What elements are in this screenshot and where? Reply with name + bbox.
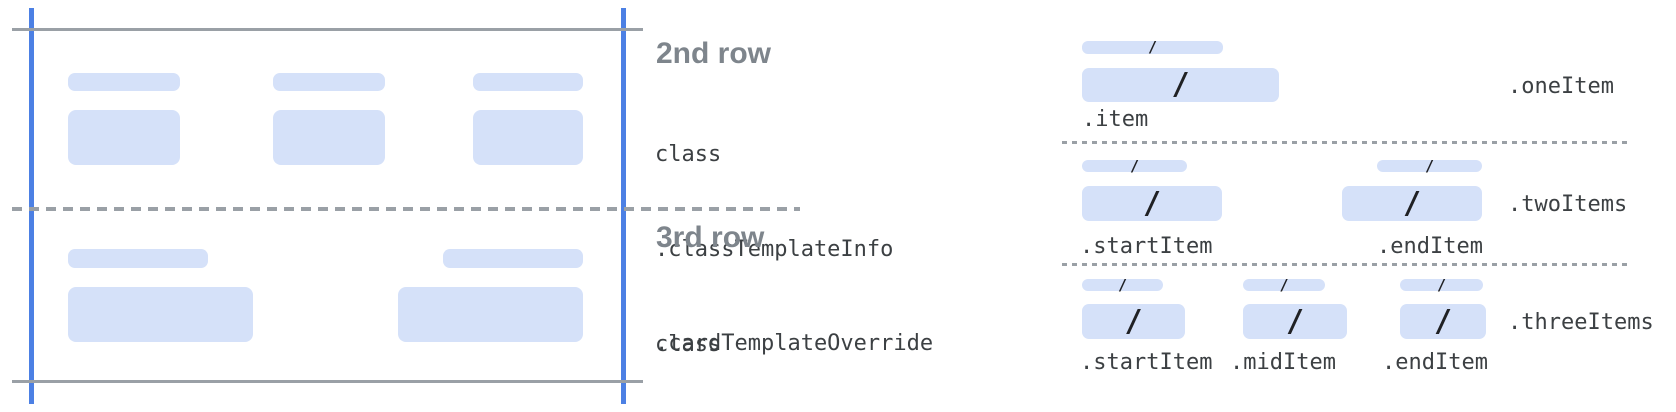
third-row-col1-value-placeholder	[68, 287, 253, 342]
slash-glyph: /	[1436, 275, 1447, 294]
code-line: .cardTemplateOverride	[655, 331, 934, 356]
slash-glyph: /	[1279, 275, 1289, 294]
slash-glyph: /	[1285, 303, 1305, 339]
layout-divider-dotted-line	[1062, 263, 1630, 266]
slash-glyph: /	[1171, 67, 1190, 102]
slash-glyph: /	[1142, 185, 1162, 221]
layout-name-label: .oneItem	[1508, 74, 1614, 99]
slash-glyph: /	[1129, 156, 1140, 175]
two-items-end-label-bar: /	[1377, 156, 1482, 175]
slash-glyph: /	[1402, 185, 1422, 221]
one-item-value-bar: /	[1082, 68, 1279, 102]
three-items-end-value-bar: /	[1400, 304, 1486, 339]
two-items-start-label-bar: /	[1082, 156, 1187, 175]
third-row-heading: 3rd row	[656, 221, 765, 254]
bottom-boundary-line	[12, 380, 643, 383]
three-items-start-label-bar: /	[1082, 275, 1163, 294]
second-row-class-path: class .classTemplateInfo .cardTemplateOv…	[655, 76, 973, 412]
three-items-start-value-bar: /	[1082, 304, 1185, 339]
second-row-col1-value-placeholder	[68, 110, 180, 165]
row-divider-dashed-line	[12, 207, 800, 211]
three-items-mid-label-bar: /	[1243, 275, 1325, 294]
top-boundary-line	[12, 28, 643, 31]
third-row-col2-value-placeholder	[398, 287, 583, 342]
second-row-col2-label-placeholder	[273, 73, 385, 91]
second-row-col3-value-placeholder	[473, 110, 583, 165]
one-item-label-bar: /	[1082, 38, 1223, 56]
right-guide-line	[621, 8, 626, 404]
third-row-col2-label-placeholder	[443, 249, 583, 268]
third-row-class-path: class .classTemplateInfo .cardTemplateOv…	[655, 266, 973, 412]
second-row-col1-label-placeholder	[68, 73, 180, 91]
two-items-end-value-bar: /	[1342, 186, 1482, 221]
left-guide-line	[29, 8, 34, 404]
item-name-label: .midItem	[1230, 350, 1336, 375]
code-line: .classTemplateInfo	[655, 236, 894, 262]
slash-glyph: /	[1424, 156, 1435, 175]
code-line: class	[655, 142, 722, 167]
layout-divider-dotted-line	[1062, 141, 1630, 144]
item-name-label: .item	[1082, 107, 1149, 132]
layout-name-label: .threeItems	[1508, 310, 1654, 335]
third-row-col1-label-placeholder	[68, 249, 208, 268]
two-items-start-value-bar: /	[1082, 186, 1222, 221]
layout-name-label: .twoItems	[1508, 192, 1628, 217]
item-name-label: .endItem	[1382, 350, 1488, 375]
slash-glyph: /	[1147, 38, 1158, 56]
item-name-label: .startItem	[1080, 350, 1213, 375]
code-line: class	[655, 332, 722, 357]
slash-glyph: /	[1124, 303, 1143, 339]
second-row-heading: 2nd row	[656, 37, 772, 70]
slash-glyph: /	[1433, 303, 1453, 339]
slash-glyph: /	[1117, 275, 1128, 294]
item-name-label: .startItem	[1080, 234, 1213, 259]
second-row-col3-label-placeholder	[473, 73, 583, 91]
three-items-mid-value-bar: /	[1243, 304, 1347, 339]
second-row-col2-value-placeholder	[273, 110, 385, 165]
three-items-end-label-bar: /	[1400, 275, 1483, 294]
item-name-label: .endItem	[1377, 234, 1483, 259]
